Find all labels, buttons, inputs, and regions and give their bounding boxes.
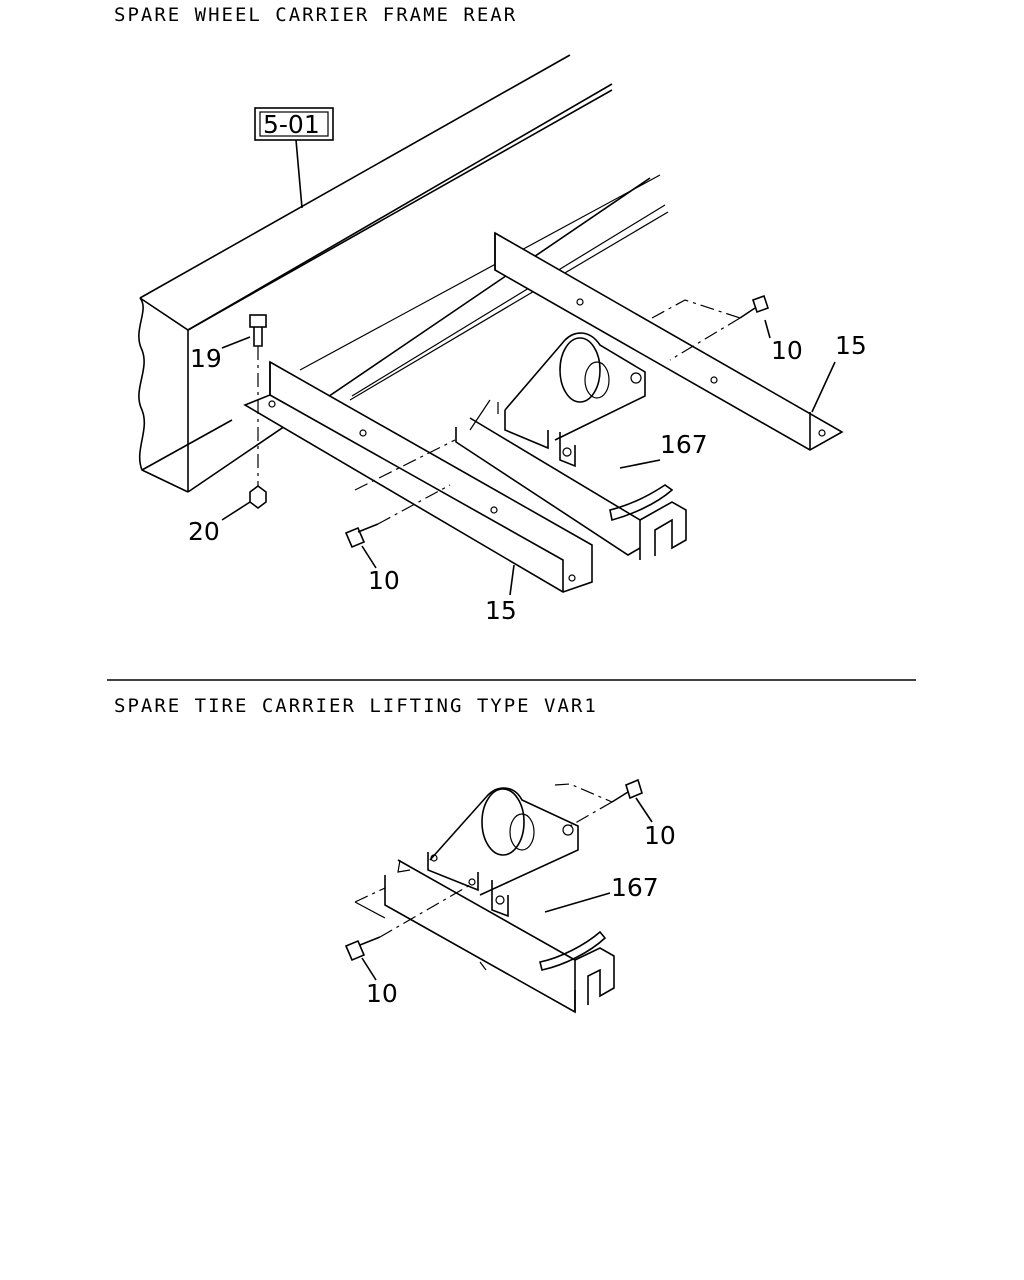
bolt-19 [249, 314, 267, 500]
callout-19: 19 [190, 344, 222, 373]
angle-bracket-left [243, 360, 593, 593]
section-title-frame-rear: SPARE WHEEL CARRIER FRAME REAR [114, 4, 518, 26]
callout-15-right: 15 [835, 331, 867, 360]
callout-10-left: 10 [368, 566, 400, 595]
callout-15-left: 15 [485, 596, 517, 625]
winch-assembly-bottom [427, 787, 579, 971]
callout-167-top: 167 [660, 430, 708, 459]
callout-167-bottom: 167 [611, 873, 659, 902]
carrier-channel-top [455, 417, 687, 560]
frame-rail [138, 54, 669, 493]
bolt-10-right [651, 294, 770, 361]
bolt-10-left [344, 439, 456, 549]
winch-assembly-top [469, 332, 646, 468]
reference-label: 5-01 [263, 110, 320, 139]
callout-20: 20 [188, 517, 220, 546]
bolt-10-top [554, 778, 643, 827]
angle-bracket-right [494, 231, 844, 451]
reference-box: 5-01 [254, 107, 334, 209]
callout-10-right: 10 [771, 336, 803, 365]
callout-10-top: 10 [644, 821, 676, 850]
nut-20 [249, 485, 267, 509]
section-title-lifting-type: SPARE TIRE CARRIER LIFTING TYPE VAR1 [114, 695, 598, 717]
carrier-channel-bottom [354, 859, 615, 1014]
callout-10-bottom: 10 [366, 979, 398, 1008]
bolt-10-bottom [344, 884, 471, 962]
